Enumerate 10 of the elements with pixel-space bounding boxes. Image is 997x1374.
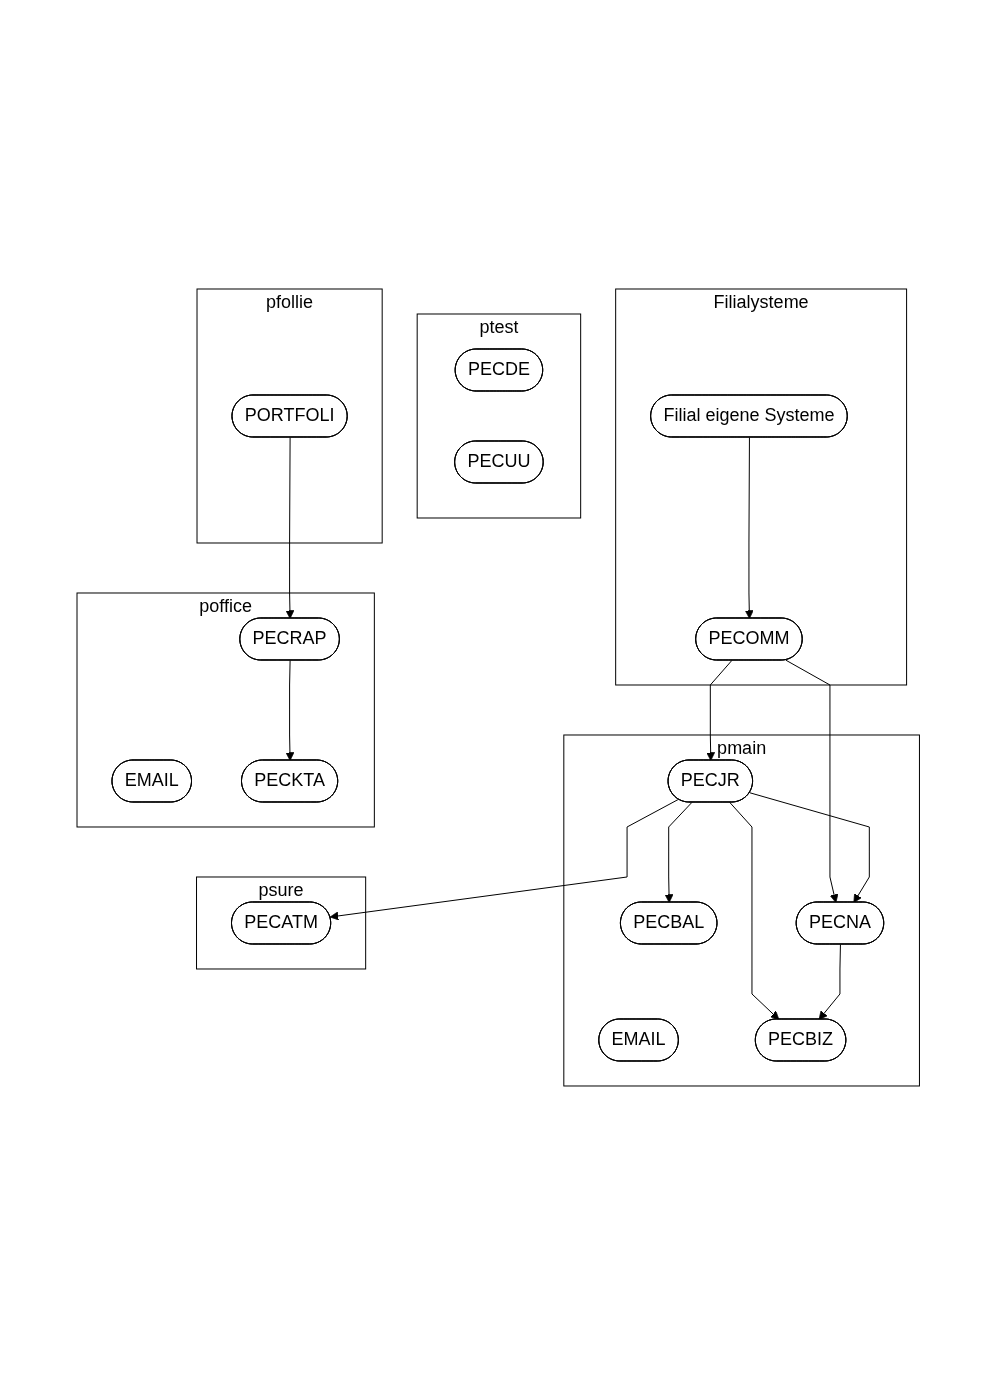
arrow	[818, 943, 842, 1020]
arrow	[729, 801, 780, 1020]
arrow	[785, 659, 839, 903]
arrow	[745, 436, 754, 619]
arrow	[664, 801, 693, 903]
arrow	[330, 798, 680, 920]
arrow	[285, 659, 295, 761]
arrow	[706, 659, 733, 761]
arrow	[749, 791, 871, 903]
arrow	[285, 436, 295, 619]
